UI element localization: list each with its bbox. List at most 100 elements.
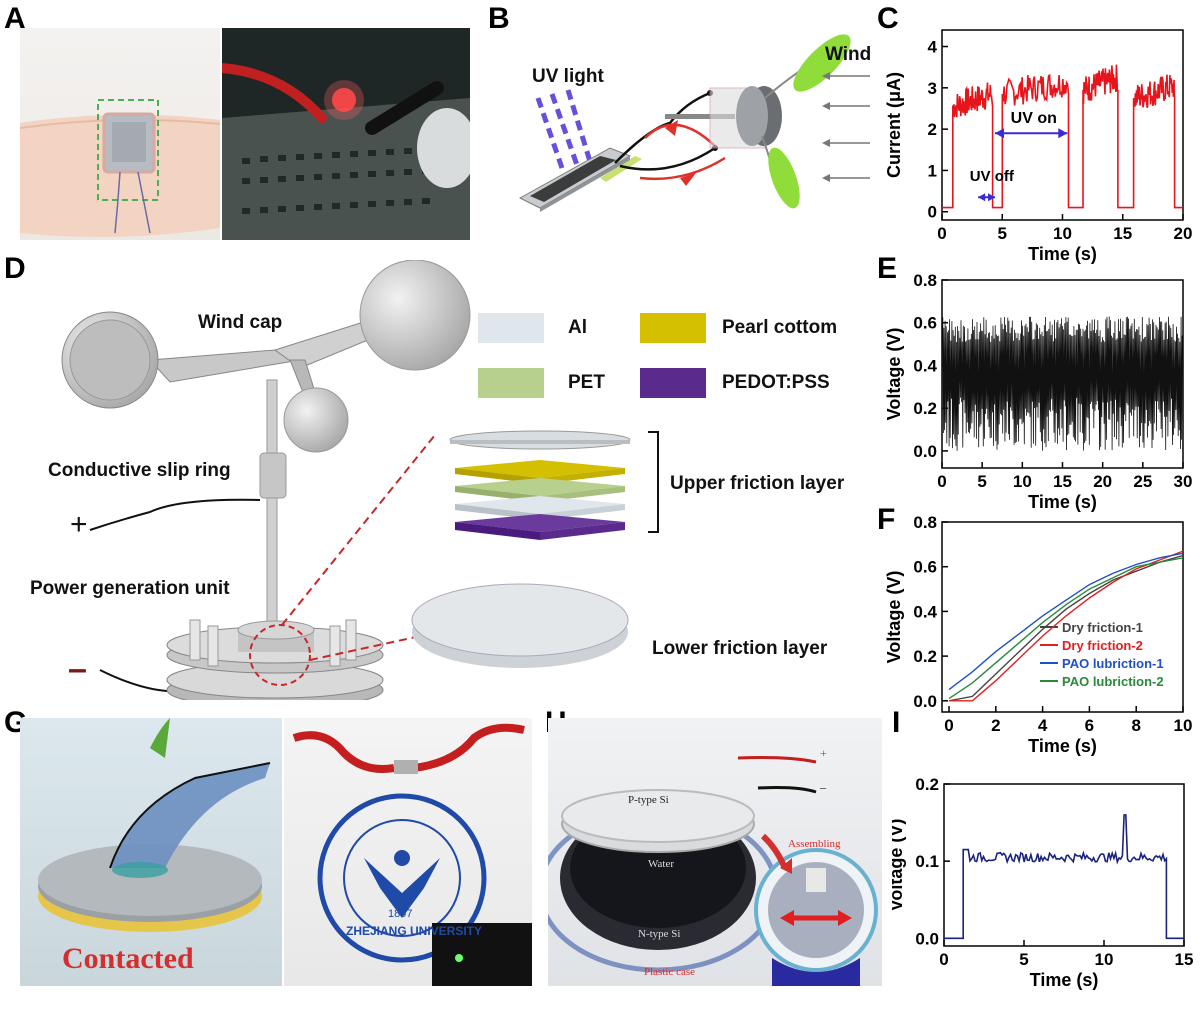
uv-wind-schematic xyxy=(518,34,870,212)
x-tick-label: 15 xyxy=(1053,472,1072,491)
seal-year: 1897 xyxy=(388,908,413,920)
x-tick-label: 0 xyxy=(939,950,948,969)
panel-d-illustration: Wind cap Conductive slip ring + Power ge… xyxy=(20,259,880,709)
plus-sign: + xyxy=(70,508,88,541)
panel-h-photo: P-type Si Water N-type Si Plastic case A… xyxy=(548,718,882,986)
y-tick-label: 0.4 xyxy=(913,356,937,375)
y-tick-label: 1 xyxy=(928,161,937,180)
uv-on-annotation: UV on xyxy=(1011,110,1057,127)
panel-letter-a: A xyxy=(4,2,26,35)
x-axis-label: Time (s) xyxy=(1030,970,1099,990)
panel-letter-b: B xyxy=(488,2,510,35)
water-cell-photo xyxy=(548,756,878,986)
plot-frame xyxy=(941,521,1184,713)
anemometer-drawing xyxy=(61,259,659,709)
legend-pet-label: PET xyxy=(568,372,605,393)
p-si-label: P-type Si xyxy=(628,794,669,806)
x-tick-label: 2 xyxy=(991,716,1000,735)
legend-label-3: PAO lubriction-2 xyxy=(1062,674,1164,689)
led-photo xyxy=(222,28,470,240)
y-tick-label: 0.4 xyxy=(913,602,937,621)
legend-al-swatch xyxy=(478,313,544,343)
x-tick-label: 10 xyxy=(1053,224,1072,243)
y-tick-label: 0.2 xyxy=(915,778,939,794)
lower-friction-label: Lower friction layer xyxy=(652,638,828,659)
plot-frame xyxy=(941,29,1184,221)
series-line-1 xyxy=(949,550,1184,702)
x-tick-label: 4 xyxy=(1038,716,1048,735)
voltage-trace xyxy=(942,316,1183,451)
x-tick-label: 20 xyxy=(1093,472,1112,491)
panel-letter-c: C xyxy=(877,2,899,35)
legend-pearl-swatch xyxy=(640,313,706,343)
panel-g-photo: ZHEJIANG UNIVERSITY 1897 xyxy=(284,718,532,986)
assembling-label: Assembling xyxy=(788,838,841,850)
upper-friction-label: Upper friction layer xyxy=(670,473,845,494)
y-tick-label: 0.6 xyxy=(913,314,937,333)
panel-letter-f: F xyxy=(877,503,896,536)
h-plus-sign: + xyxy=(820,746,827,760)
legend-al-label: Al xyxy=(568,317,587,338)
y-tick-label: 3 xyxy=(928,79,937,98)
x-tick-label: 5 xyxy=(977,472,986,491)
x-tick-label: 0 xyxy=(937,224,946,243)
x-tick-label: 5 xyxy=(1019,950,1028,969)
y-tick-label: 0.1 xyxy=(915,852,939,871)
x-tick-label: 5 xyxy=(998,224,1007,243)
uv-off-arrowhead-right xyxy=(988,193,996,202)
x-tick-label: 15 xyxy=(1175,950,1194,969)
panel-letter-i: I xyxy=(892,706,901,739)
uv-light-label: UV light xyxy=(532,66,604,87)
panel-b-schematic: UV light Wind xyxy=(500,28,880,238)
legend-pedot-label: PEDOT:PSS xyxy=(722,372,830,393)
contact-render xyxy=(38,718,271,932)
x-tick-label: 30 xyxy=(1174,472,1193,491)
y-tick-label: 0.0 xyxy=(915,929,939,948)
y-tick-label: 0.8 xyxy=(913,272,937,290)
legend-pet-swatch xyxy=(478,368,544,398)
y-axis-label: Voltage (V) xyxy=(884,571,904,664)
water-label: Water xyxy=(648,858,674,870)
x-tick-label: 10 xyxy=(1013,472,1032,491)
x-tick-label: 10 xyxy=(1174,716,1193,735)
x-tick-label: 20 xyxy=(1174,224,1193,243)
y-tick-label: 2 xyxy=(928,120,937,139)
contacted-label: Contacted xyxy=(62,942,194,975)
x-tick-label: 0 xyxy=(944,716,953,735)
y-tick-label: 0.6 xyxy=(913,558,937,577)
panel-g-render: Contacted xyxy=(20,718,282,986)
plastic-case-label: Plastic case xyxy=(644,966,696,978)
plot-frame xyxy=(943,783,1185,947)
uv-on-arrowhead-left xyxy=(995,128,1005,139)
y-axis-label: Current (μA) xyxy=(884,72,904,178)
series-line-2 xyxy=(948,552,1184,691)
x-tick-label: 15 xyxy=(1113,224,1132,243)
seal-text: ZHEJIANG UNIVERSITY xyxy=(346,924,483,938)
x-tick-label: 0 xyxy=(937,472,946,491)
wind-label: Wind xyxy=(825,44,872,65)
x-axis-label: Time (s) xyxy=(1028,244,1097,264)
x-axis-label: Time (s) xyxy=(1028,492,1097,512)
panel-letter-d: D xyxy=(4,252,26,285)
y-tick-label: 0.0 xyxy=(913,692,937,711)
h-minus-sign: – xyxy=(820,780,826,794)
x-tick-label: 25 xyxy=(1133,472,1152,491)
current-trace xyxy=(942,64,1183,209)
y-tick-label: 4 xyxy=(928,38,938,57)
wind-cap-label: Wind cap xyxy=(198,312,283,333)
slip-ring-label: Conductive slip ring xyxy=(48,460,231,481)
uv-on-arrowhead-right xyxy=(1058,128,1068,139)
breadboard-illustration xyxy=(222,28,470,240)
y-tick-label: 0.2 xyxy=(913,399,937,418)
y-tick-label: 0.2 xyxy=(913,647,937,666)
series-line-0 xyxy=(948,554,1184,702)
uv-off-arrowhead-left xyxy=(978,193,986,202)
y-axis-label: Voltage (V) xyxy=(892,819,906,912)
series-line-3 xyxy=(948,557,1184,700)
legend-pearl-label: Pearl cottom xyxy=(722,317,838,338)
x-tick-label: 8 xyxy=(1131,716,1140,735)
arm-illustration xyxy=(20,99,220,237)
arm-photo xyxy=(20,28,220,240)
